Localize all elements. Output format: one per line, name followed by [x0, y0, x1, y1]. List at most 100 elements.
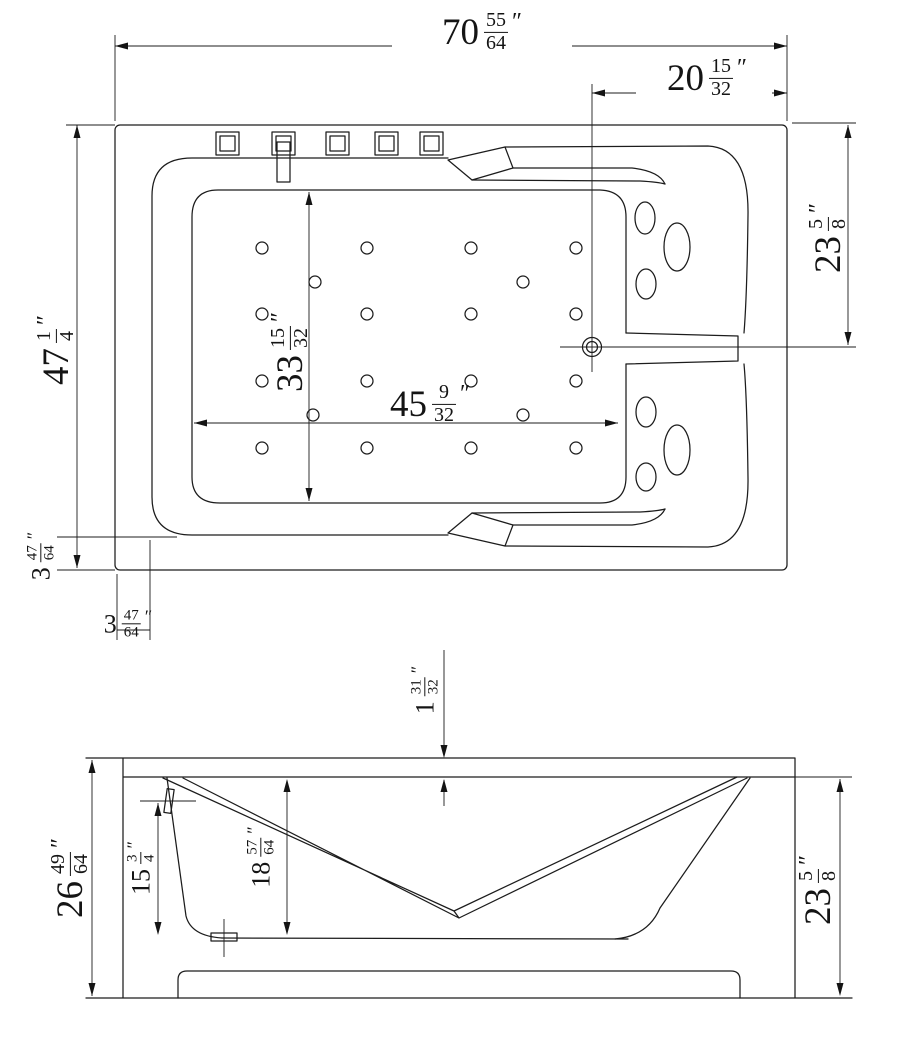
arrowhead — [305, 192, 313, 205]
dim-whole: 18 — [246, 861, 275, 888]
arrowhead — [440, 745, 448, 758]
back-jet-icon — [636, 397, 656, 427]
jet-circle — [517, 276, 529, 288]
dim-whole: 3 — [26, 567, 55, 581]
side-floor — [222, 938, 628, 939]
backrest-jets-upper — [635, 202, 690, 299]
inch-mark: ″ — [794, 855, 821, 865]
arrowhead — [844, 332, 852, 345]
jet-circle — [517, 409, 529, 421]
jet-circle — [361, 375, 373, 387]
arrowhead — [605, 419, 618, 427]
tub-outer-outline — [115, 125, 787, 570]
basin-outline — [192, 190, 626, 503]
arrowhead — [774, 89, 787, 97]
arrowhead — [115, 42, 128, 50]
arrowhead — [88, 760, 96, 773]
inch-mark: ″ — [460, 380, 470, 407]
inch-mark: ″ — [32, 315, 59, 325]
jet-circle — [256, 308, 268, 320]
armrest-trim-lower — [448, 509, 665, 546]
jet-circle — [465, 242, 477, 254]
wall-jet-fitting — [140, 789, 196, 814]
arrowhead — [283, 779, 291, 792]
arrowhead — [283, 922, 291, 935]
dim-whole: 23 — [807, 236, 849, 273]
arrowhead — [73, 125, 81, 138]
arrowhead — [88, 983, 96, 996]
jet-circle — [570, 308, 582, 320]
control-square-inner — [330, 136, 345, 151]
side-left-wall — [167, 778, 222, 938]
armrest-trim-upper — [448, 147, 665, 184]
jet-circle — [570, 242, 582, 254]
jet-circle — [465, 375, 477, 387]
apron-skirt — [178, 971, 740, 998]
jet-circle — [256, 375, 268, 387]
side-right-wall — [615, 778, 750, 939]
control-square-inner — [220, 136, 235, 151]
drain-icon — [560, 84, 856, 372]
control-panel-buttons — [216, 132, 443, 155]
jet-circle — [361, 242, 373, 254]
jet-circle — [570, 375, 582, 387]
rim-right-upper — [505, 146, 748, 333]
dim-whole: 47 — [35, 348, 77, 385]
rim-right-lower — [505, 364, 748, 547]
jet-circle — [361, 308, 373, 320]
inch-mark: ″ — [407, 665, 428, 674]
arrowhead — [836, 983, 844, 996]
arrowhead — [73, 555, 81, 568]
arrowhead — [774, 42, 787, 50]
jet-circle — [465, 308, 477, 320]
extension-line — [57, 125, 177, 570]
control-square — [420, 132, 443, 155]
inch-mark: ″ — [266, 312, 293, 322]
inch-mark: ″ — [512, 8, 522, 35]
back-jet-icon — [664, 223, 690, 271]
arrowhead — [836, 779, 844, 792]
backrest-jets-lower — [636, 397, 690, 491]
arrowhead — [154, 803, 162, 816]
jet-grid — [256, 242, 582, 454]
dim-whole: 23 — [797, 888, 839, 925]
control-square — [326, 132, 349, 155]
arrowhead — [844, 125, 852, 138]
dim-whole: 1 — [410, 701, 439, 715]
jet-circle — [465, 442, 477, 454]
dimension-lines-side-view — [88, 650, 853, 996]
dim-whole: 45 — [390, 383, 427, 425]
inch-mark: ″ — [737, 54, 747, 81]
jet-circle — [256, 442, 268, 454]
arrowhead — [305, 488, 313, 501]
control-square — [272, 132, 295, 155]
tub-rim-outline — [152, 158, 448, 535]
side-view — [86, 650, 852, 998]
dim-whole: 3 — [103, 609, 117, 638]
backrest-divider-band — [626, 333, 738, 364]
dim-whole: 70 — [442, 11, 479, 53]
inch-mark: ″ — [804, 203, 831, 213]
